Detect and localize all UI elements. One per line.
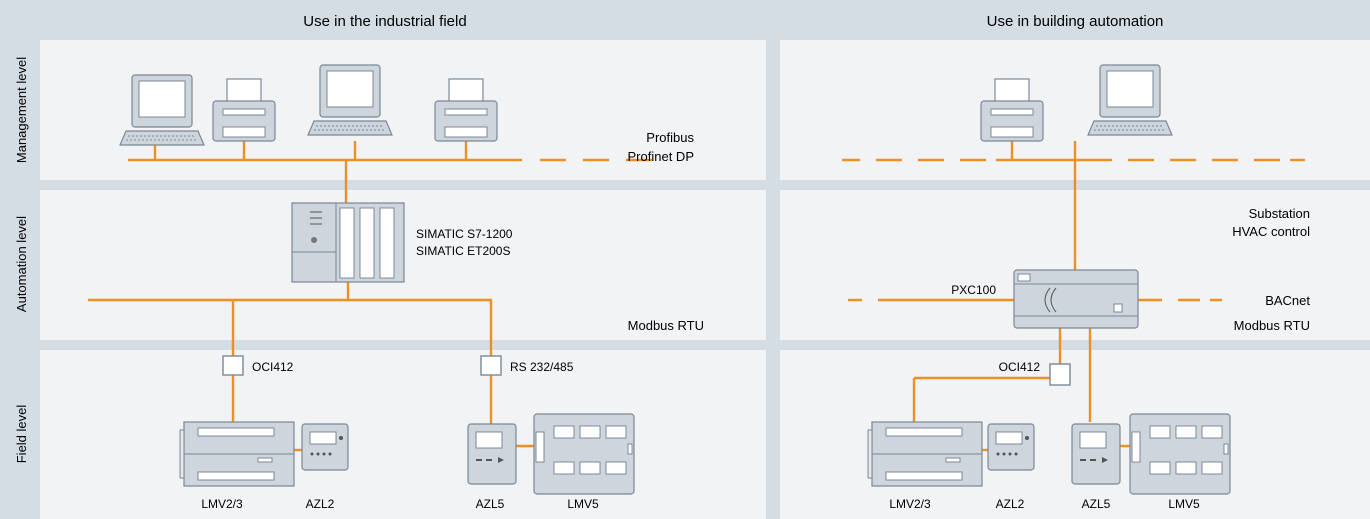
industrial-controller-label-1: SIMATIC S7-1200 xyxy=(416,227,513,241)
industrial-bus-top-label-2: Profinet DP xyxy=(628,149,694,164)
building-bus-label-1: BACnet xyxy=(1265,293,1310,308)
building-controller-label: PXC100 xyxy=(951,283,996,297)
azl5-device-icon xyxy=(467,423,517,485)
simatic-controller-icon xyxy=(291,202,405,283)
industrial-interface-left-label: OCI412 xyxy=(252,360,294,374)
lmv23-device-icon xyxy=(867,421,983,487)
lmv5-device-icon xyxy=(533,413,635,495)
panel-industrial-field xyxy=(40,350,766,519)
pxc100-controller-icon xyxy=(1013,269,1139,329)
rs232-interface-icon xyxy=(480,355,502,376)
header-building: Use in building automation xyxy=(987,13,1164,30)
azl2-device-icon xyxy=(987,423,1035,471)
building-device-label: LMV5 xyxy=(1168,497,1200,511)
level-automation-label: Automation level xyxy=(14,216,29,312)
industrial-interface-right-label: RS 232/485 xyxy=(510,360,574,374)
building-device-label: AZL2 xyxy=(996,497,1025,511)
building-bus-label-2: Modbus RTU xyxy=(1234,318,1310,333)
oci412-interface-icon xyxy=(222,355,244,376)
industrial-device-label: LMV2/3 xyxy=(201,497,243,511)
building-substation-label-2: HVAC control xyxy=(1232,224,1310,239)
building-interface-label: OCI412 xyxy=(999,360,1041,374)
building-bus-lines xyxy=(842,141,1305,452)
level-field-label: Field level xyxy=(14,405,29,464)
building-device-label: AZL5 xyxy=(1082,497,1111,511)
azl5-device-icon xyxy=(1071,423,1121,485)
pc-icon xyxy=(1087,64,1173,136)
industrial-bus-lines xyxy=(88,141,652,452)
industrial-device-label: LMV5 xyxy=(567,497,599,511)
pc-icon xyxy=(307,64,393,136)
level-management-label: Management level xyxy=(14,57,29,163)
azl2-device-icon xyxy=(301,423,349,471)
header-industrial: Use in the industrial field xyxy=(303,13,466,30)
industrial-controller-label-2: SIMATIC ET200S xyxy=(416,244,510,258)
pc-icon xyxy=(119,74,205,146)
industrial-bus-top-label-1: Profibus xyxy=(646,130,694,145)
oci412-interface-icon xyxy=(1049,363,1071,386)
industrial-device-label: AZL2 xyxy=(306,497,335,511)
building-substation-label-1: Substation xyxy=(1249,206,1310,221)
lmv5-device-icon xyxy=(1129,413,1231,495)
industrial-bus-bottom-label: Modbus RTU xyxy=(628,318,704,333)
lmv23-device-icon xyxy=(179,421,295,487)
building-device-label: LMV2/3 xyxy=(889,497,931,511)
industrial-device-label: AZL5 xyxy=(476,497,505,511)
